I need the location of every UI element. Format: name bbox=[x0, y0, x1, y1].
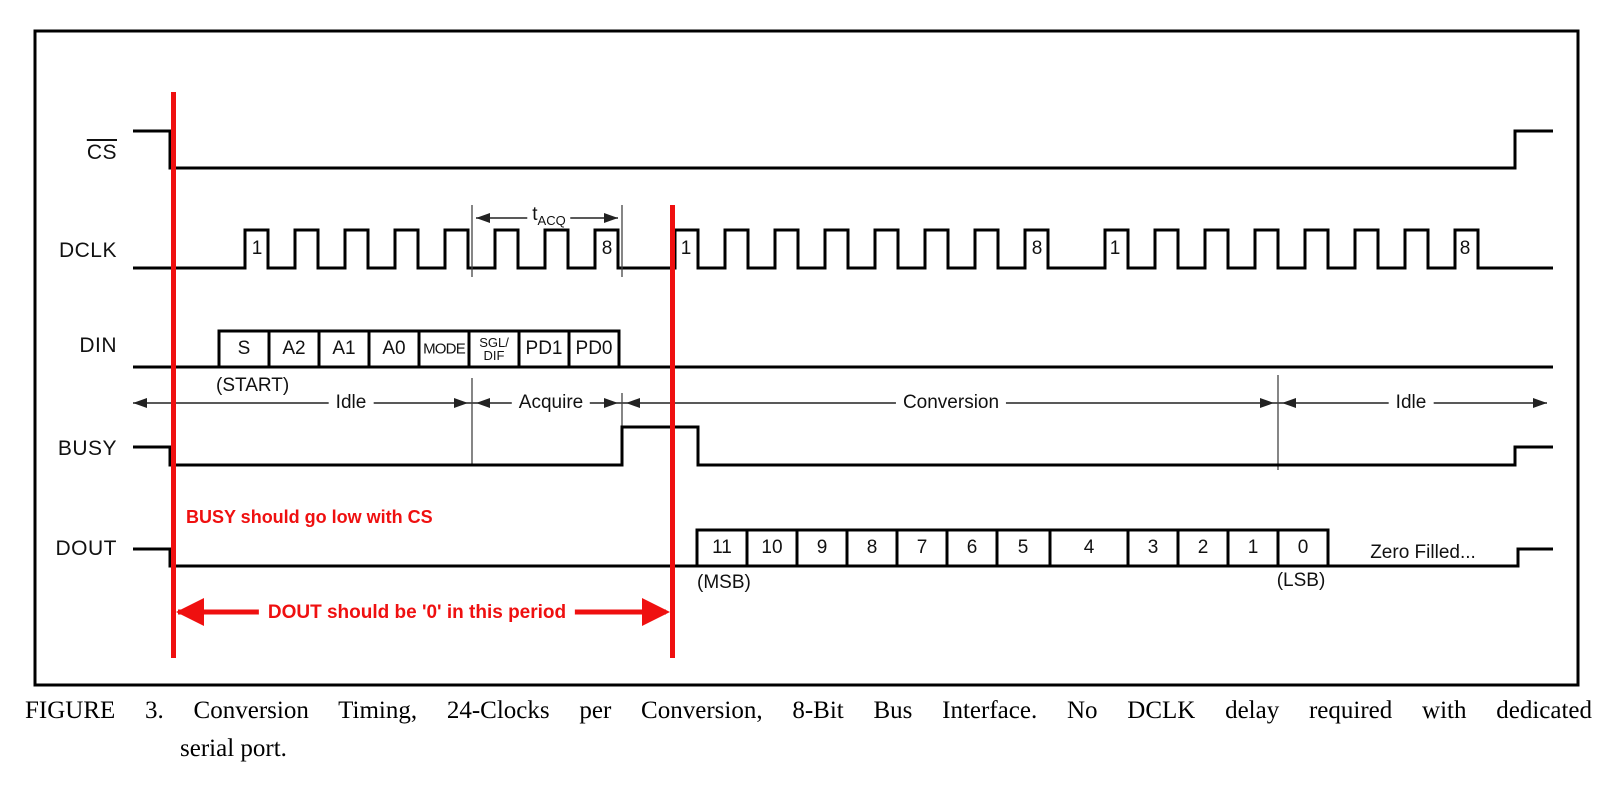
dclk-burst1-first-number: 1 bbox=[251, 238, 263, 259]
dout-bit-0: 0 bbox=[1297, 537, 1309, 558]
dout-bit-boxes bbox=[695, 528, 1330, 566]
dout-bit-3: 3 bbox=[1147, 537, 1159, 558]
din-bit-boxes bbox=[217, 329, 621, 367]
din-bit-pd1: PD1 bbox=[525, 338, 563, 359]
dout-bit-7: 7 bbox=[916, 537, 928, 558]
tacq-left-arrowhead bbox=[476, 213, 490, 223]
dclk-burst2-first-number: 1 bbox=[680, 238, 692, 259]
dout-bit-6: 6 bbox=[966, 537, 978, 558]
conversion-right-arrowhead bbox=[1260, 398, 1274, 408]
dout-bit-4: 4 bbox=[1083, 537, 1095, 558]
idle2-right-arrowhead bbox=[1533, 398, 1547, 408]
tacq-right-arrowhead bbox=[604, 213, 618, 223]
dclk-burst3-last-number: 8 bbox=[1459, 238, 1471, 259]
din-signal-label: DIN bbox=[79, 334, 117, 357]
dclk-burst3-first-number: 1 bbox=[1109, 238, 1121, 259]
dout-bit-5: 5 bbox=[1017, 537, 1029, 558]
dout-waveform bbox=[133, 547, 1553, 568]
t-acq-label: tACQ bbox=[527, 204, 571, 228]
dclk-signal-label: DCLK bbox=[58, 239, 117, 262]
dout-bit-9: 9 bbox=[816, 537, 828, 558]
dout-zero-filled-note: Zero Filled... bbox=[1370, 542, 1476, 563]
din-bit-a0: A0 bbox=[382, 338, 406, 359]
dout-signal-label: DOUT bbox=[55, 537, 117, 560]
din-bit-a2: A2 bbox=[282, 338, 306, 359]
busy-waveform bbox=[133, 425, 1553, 467]
cs-signal-label: CS bbox=[86, 141, 117, 164]
figure-border bbox=[33, 29, 1580, 687]
phase-ticks bbox=[471, 375, 1279, 470]
dout-bit-8: 8 bbox=[866, 537, 878, 558]
acquire-left-arrowhead bbox=[476, 398, 490, 408]
idle1-right-arrowhead bbox=[454, 398, 468, 408]
red-span-arrow-right-arrowhead bbox=[642, 598, 670, 626]
dout-bit-2: 2 bbox=[1197, 537, 1209, 558]
din-bit-sgl-dif: SGL/ DIF bbox=[479, 335, 509, 363]
din-bit-mode: MODE bbox=[423, 340, 466, 358]
phase-acquire-label: Acquire bbox=[511, 392, 591, 414]
acquire-right-arrowhead bbox=[604, 398, 618, 408]
t-acq-base: t bbox=[532, 204, 538, 226]
idle2-left-arrowhead bbox=[1282, 398, 1296, 408]
busy-signal-label: BUSY bbox=[57, 437, 117, 460]
phase-idle2-label: Idle bbox=[1388, 392, 1434, 414]
cs-waveform bbox=[133, 129, 1553, 170]
idle1-left-arrowhead bbox=[133, 398, 147, 408]
figure-caption-line1: FIGURE 3. Conversion Timing, 24-Clocks p… bbox=[25, 697, 1592, 724]
figure-caption-line2: serial port. bbox=[180, 735, 287, 762]
dclk-waveform bbox=[133, 228, 1553, 270]
dout-bit-11: 11 bbox=[712, 537, 732, 558]
conversion-left-arrowhead bbox=[626, 398, 640, 408]
dclk-burst2-last-number: 8 bbox=[1031, 238, 1043, 259]
phase-conversion-label: Conversion bbox=[895, 392, 1007, 414]
dout-msb-note: (MSB) bbox=[697, 572, 751, 593]
busy-red-annotation: BUSY should go low with CS bbox=[186, 507, 433, 527]
t-acq-subscript: ACQ bbox=[537, 212, 566, 228]
dout-lsb-note: (LSB) bbox=[1276, 570, 1326, 591]
din-start-note: (START) bbox=[216, 375, 290, 396]
dout-bit-10: 10 bbox=[761, 537, 783, 558]
din-bit-pd0: PD0 bbox=[575, 338, 613, 359]
tacq-ticks bbox=[471, 205, 623, 277]
din-bit-s: S bbox=[237, 338, 251, 359]
din-bit-a1: A1 bbox=[332, 338, 356, 359]
dout-bit-1: 1 bbox=[1247, 537, 1259, 558]
red-span-arrow-left-arrowhead bbox=[176, 598, 204, 626]
dout-red-annotation: DOUT should be '0' in this period bbox=[258, 602, 576, 624]
dclk-burst1-last-number: 8 bbox=[601, 238, 613, 259]
phase-idle1-label: Idle bbox=[328, 392, 374, 414]
